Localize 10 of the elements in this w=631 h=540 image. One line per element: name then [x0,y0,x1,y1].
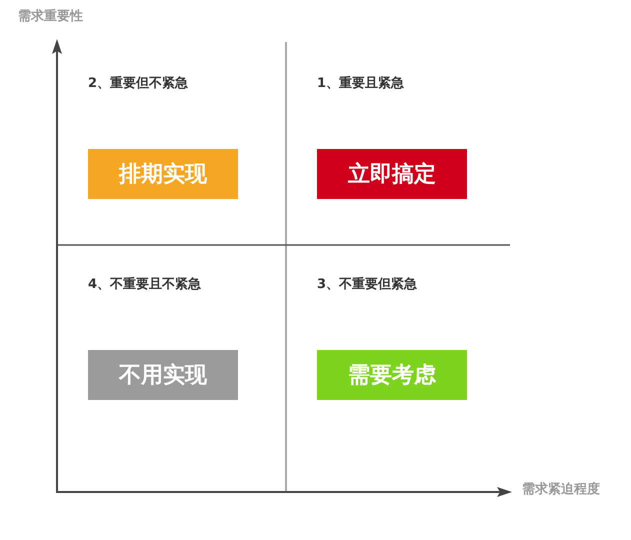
axis-label: 需求重要性 [18,10,83,25]
action-box: 排期实现 [88,149,238,199]
quadrant-heading: 1、重要且紧急 [317,77,404,92]
quadrant-heading: 2、重要但不紧急 [88,77,188,92]
quadrant-heading: 4、不重要且不紧急 [88,278,202,293]
quadrant-heading: 3、不重要但紧急 [317,278,418,293]
action-box: 立即搞定 [317,149,467,199]
action-box: 不用实现 [88,350,238,400]
action-box: 需要考虑 [317,350,467,400]
axis-label: 需求紧迫程度 [522,483,600,498]
